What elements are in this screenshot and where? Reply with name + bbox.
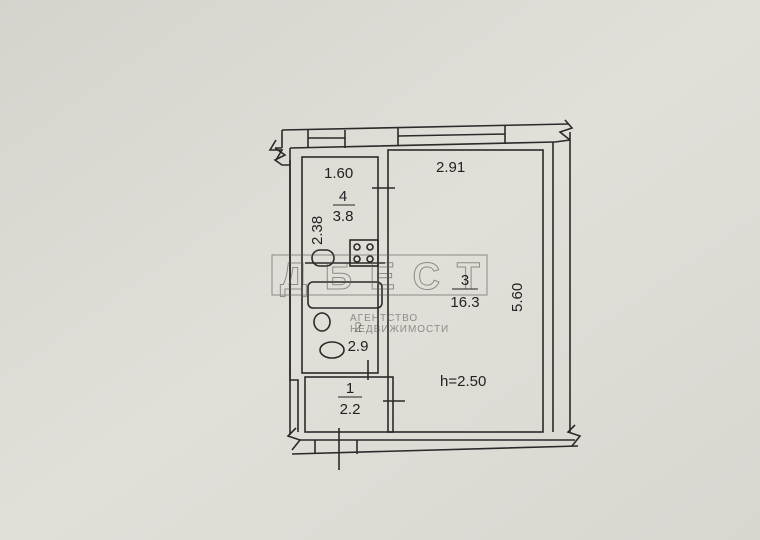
svg-text:НЕДВИЖИМОСТИ: НЕДВИЖИМОСТИ [350,324,449,335]
kitchen-length: 2.38 [309,216,326,245]
toilet-icon [319,341,345,359]
sink-icon [311,249,335,267]
washbasin-icon [313,312,331,332]
room-1-area: 2.2 [340,401,361,418]
room-width: 2.91 [436,159,465,176]
kitchen-width: 1.60 [324,165,353,182]
labels: 1.60 2.38 2.91 5.60 h=2.50 4 3.8 3 16.3 … [309,159,526,418]
outer-walls [268,119,582,455]
room-length: 5.60 [509,283,526,312]
room-2-area: 2.9 [348,338,369,355]
svg-text:АГЕНТСТВО: АГЕНТСТВО [350,313,418,324]
ceiling-height: h=2.50 [440,373,486,390]
room-4-number: 4 [339,188,347,205]
room-4-area: 3.8 [333,208,354,225]
stove-icon [349,239,379,267]
room-3-walls [387,149,544,433]
room-1-walls [304,376,394,433]
room-3-number: 3 [461,272,469,289]
room-2-number: 2 [354,319,362,336]
room-1-number: 1 [346,380,354,397]
room-3-area: 16.3 [450,294,479,311]
